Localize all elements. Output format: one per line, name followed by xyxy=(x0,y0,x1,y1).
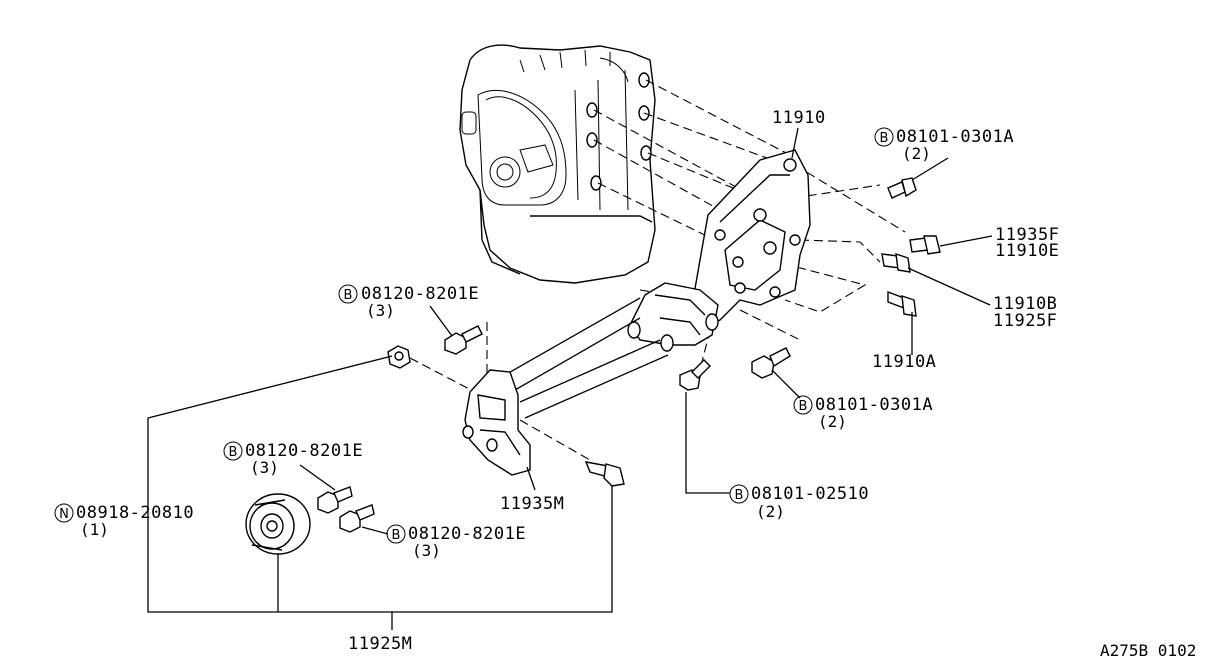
bolt-11910a-part xyxy=(887,290,917,317)
part-code: 08120-8201E xyxy=(245,441,363,461)
tensioner-rods xyxy=(504,297,669,419)
badge-circle-b xyxy=(223,441,243,461)
callout-bolt-top: B 08101-0301A (2) xyxy=(874,127,1014,163)
bolt-left-mid-part xyxy=(317,486,353,514)
nut-part xyxy=(387,345,411,369)
badge-circle-b xyxy=(729,484,749,504)
bolt-top-part xyxy=(887,177,917,199)
part-number-11910e: 11910E xyxy=(995,241,1059,261)
bolt-parts xyxy=(317,177,941,533)
label-11910b-11925f: 11910B 11925F xyxy=(993,294,1057,331)
engine-block xyxy=(459,44,656,284)
badge-letter: B xyxy=(229,445,238,460)
idler-pulley xyxy=(245,493,311,555)
part-number-11910b: 11910B xyxy=(993,294,1057,314)
label-11935f-11910e: 11935F 11910E xyxy=(995,225,1059,261)
badge-circle-b xyxy=(338,284,358,304)
leader-lines xyxy=(147,127,993,630)
part-number-11925m: 11925M xyxy=(348,634,412,654)
badge-letter: B xyxy=(344,288,353,303)
part-code: 08918-20810 xyxy=(76,503,194,523)
bolt-left-top-part xyxy=(444,325,483,355)
callout-bolt-left-top: B 08120-8201E (3) xyxy=(338,284,479,320)
bracket-11935m xyxy=(462,369,531,476)
quantity: (2) xyxy=(902,144,931,163)
callout-bolt-mid: B 08101-0301A (2) xyxy=(793,395,933,431)
part-code: 08120-8201E xyxy=(408,524,526,544)
part-number-11935m: 11935M xyxy=(500,494,564,514)
part-number-11910a: 11910A xyxy=(872,352,936,372)
callout-bolt-left-low: B 08120-8201E (3) xyxy=(386,524,526,560)
part-code: 08101-0301A xyxy=(815,395,933,415)
quantity: (2) xyxy=(756,502,785,521)
quantity: (3) xyxy=(366,301,395,320)
callout-nut: N 08918-20810 (1) xyxy=(54,503,194,539)
badge-letter: B xyxy=(799,399,808,414)
bolt-mid-part xyxy=(751,347,791,379)
part-number-11925f: 11925F xyxy=(993,311,1057,331)
bolt-11910b-part xyxy=(881,252,911,273)
callout-bolt-left-mid: B 08120-8201E (3) xyxy=(223,441,363,477)
callout-bolt-lower: B 08101-02510 (2) xyxy=(729,484,869,521)
bracket-lower xyxy=(627,282,719,352)
stud-part xyxy=(584,461,625,487)
quantity: (2) xyxy=(818,412,847,431)
part-code: 08120-8201E xyxy=(361,284,479,304)
quantity: (1) xyxy=(80,520,109,539)
bolt-left-low-part xyxy=(339,504,375,533)
badge-circle-b xyxy=(793,395,813,415)
badge-letter: B xyxy=(880,131,889,146)
badge-circle-n xyxy=(54,503,74,523)
badge-letter: B xyxy=(735,488,744,503)
badge-circle-b xyxy=(874,127,894,147)
diagram-reference: A275B 0102 xyxy=(1100,641,1196,660)
part-number-11935f: 11935F xyxy=(995,225,1059,245)
label-11910: 11910 xyxy=(772,108,826,128)
bracket-11910 xyxy=(692,149,811,332)
bolt-11935f-part xyxy=(909,235,941,255)
label-11935m: 11935M xyxy=(500,494,564,514)
label-11925m: 11925M xyxy=(348,634,412,654)
part-number-11910: 11910 xyxy=(772,108,826,128)
badge-letter: N xyxy=(59,507,69,522)
label-11910a: 11910A xyxy=(872,352,936,372)
quantity: (3) xyxy=(250,458,279,477)
quantity: (3) xyxy=(412,541,441,560)
part-code: 08101-0301A xyxy=(896,127,1014,147)
badge-letter: B xyxy=(392,528,401,543)
bolt-lower-part xyxy=(679,359,711,391)
badge-circle-b xyxy=(386,524,406,544)
part-code: 08101-02510 xyxy=(751,484,869,504)
